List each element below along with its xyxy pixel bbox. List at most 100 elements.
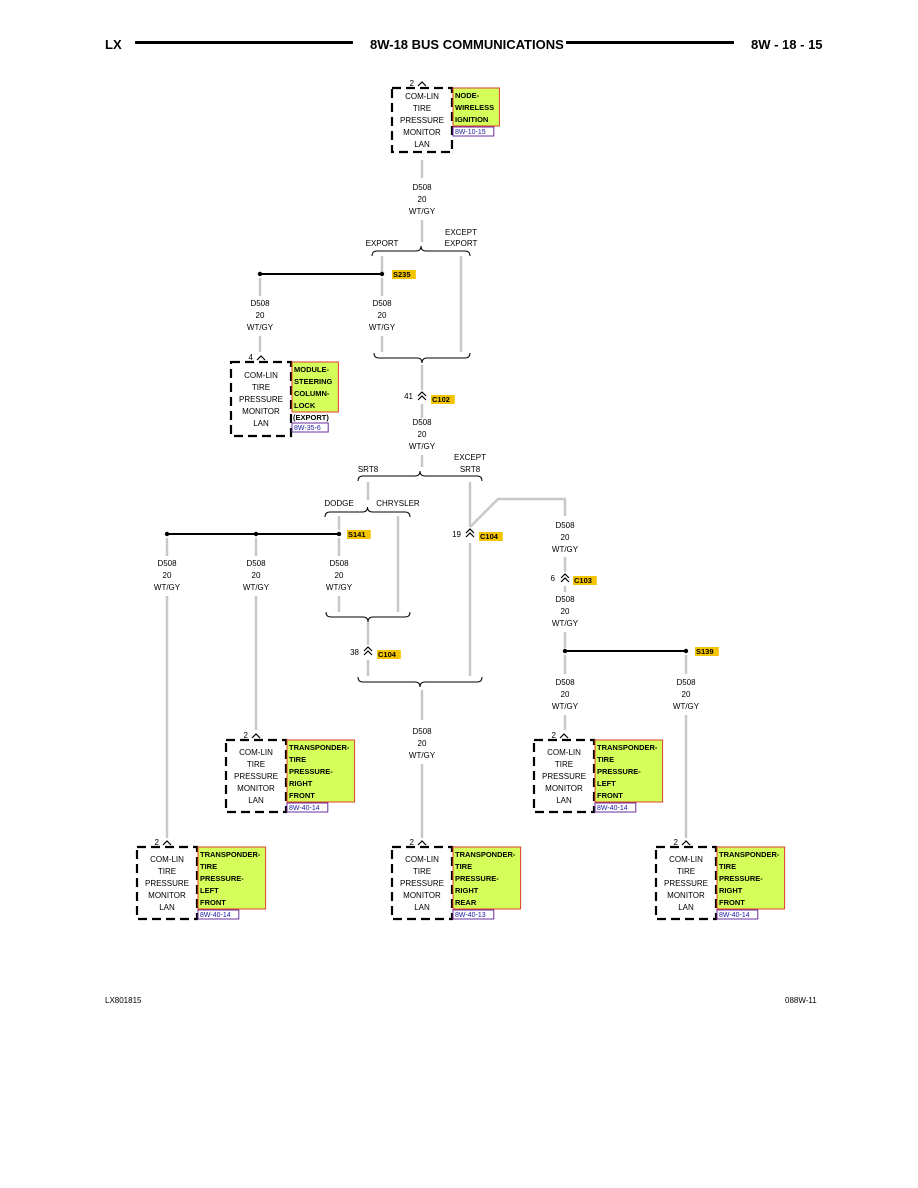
connector-c104b: C104	[378, 650, 397, 659]
connector-chevron	[251, 733, 261, 739]
module-label-lf-mid: FRONT	[597, 791, 623, 800]
module-label-lf-mid: PRESSURE-	[597, 767, 641, 776]
module-label-steering: COLUMN-	[294, 389, 330, 398]
module-text-rf-mid: PRESSURE	[234, 772, 278, 781]
module-ref-box-lf-mid	[594, 802, 637, 813]
module-label-lf-bot: TIRE	[200, 862, 217, 871]
module-text-rf-bot: TIRE	[677, 867, 695, 876]
connector-chevron	[363, 646, 373, 652]
module-label-lf-mid: TRANSPONDER-	[597, 743, 658, 752]
module-pin-lf-mid: 2	[552, 731, 557, 740]
wire-color: WT/GY	[552, 702, 579, 711]
wire-gauge: 20	[252, 571, 261, 580]
module-ref-rr-bot: 8W-40-13	[455, 912, 486, 919]
module-label-rf-bot: TIRE	[719, 862, 736, 871]
module-text-top: TIRE	[413, 104, 431, 113]
module-label-rr-bot: REAR	[455, 898, 477, 907]
module-label-rf-mid: RIGHT	[289, 779, 313, 788]
option-brace	[357, 470, 483, 482]
connector-chevron	[417, 840, 427, 846]
module-ref-rf-bot: 8W-40-14	[719, 912, 750, 919]
module-text-lf-mid: LAN	[556, 796, 572, 805]
wire-circuit: D508	[412, 183, 432, 192]
connector-c104b-pin: 38	[350, 648, 359, 657]
connector-chevron	[417, 391, 427, 397]
module-ref-rf-mid: 8W-40-14	[289, 805, 320, 812]
splice-s139: S139	[696, 647, 714, 656]
module-ref-box-rf-bot	[716, 909, 759, 920]
module-box-steering	[229, 360, 293, 438]
module-label-steering: LOCK	[294, 401, 316, 410]
module-label-rr-bot: TIRE	[455, 862, 472, 871]
module-label-bg-steering	[291, 361, 339, 413]
header-left: LX	[105, 37, 122, 52]
module-note-steering: (EXPORT)	[293, 413, 329, 422]
module-box-rf-mid	[224, 738, 288, 814]
wire-color: WT/GY	[154, 583, 181, 592]
module-pin-rf-bot: 2	[674, 838, 679, 847]
module-text-lf-bot: COM-LIN	[150, 855, 184, 864]
option-except: EXCEPT	[445, 228, 477, 237]
connector-chevron	[417, 81, 427, 87]
module-text-rf-mid: LAN	[248, 796, 264, 805]
module-text-lf-mid: MONITOR	[545, 784, 583, 793]
option-chrysler: CHRYSLER	[376, 499, 420, 508]
wire-gauge: 20	[163, 571, 172, 580]
wire-color: WT/GY	[409, 207, 436, 216]
splice-dot	[562, 648, 568, 654]
wire-gauge: 20	[418, 739, 427, 748]
wire-circuit: D508	[555, 678, 575, 687]
wire-circuit: D508	[372, 299, 392, 308]
header-rule-left	[135, 41, 353, 44]
module-text-rf-bot: COM-LIN	[669, 855, 703, 864]
module-box-lf-mid	[532, 738, 596, 814]
module-ref-lf-bot: 8W-40-14	[200, 912, 231, 919]
connector-c104a: C104	[480, 532, 499, 541]
module-text-rf-mid: COM-LIN	[239, 748, 273, 757]
connector-chevron	[363, 650, 373, 656]
splice-s139-bg	[695, 647, 719, 656]
connector-c102: C102	[432, 395, 450, 404]
wire-gauge: 20	[561, 607, 570, 616]
connector-chevron	[681, 840, 691, 846]
wire-color: WT/GY	[673, 702, 700, 711]
module-box-lf-bot	[135, 845, 199, 921]
module-label-rf-mid: TRANSPONDER-	[289, 743, 350, 752]
module-label-rf-bot: TRANSPONDER-	[719, 850, 780, 859]
splice-dot	[683, 648, 689, 654]
module-label-rf-bot: PRESSURE-	[719, 874, 763, 883]
module-text-steering: TIRE	[252, 383, 270, 392]
wire-gauge: 20	[561, 690, 570, 699]
wire-circuit: D508	[555, 521, 575, 530]
footer-right: 088W-11	[785, 996, 817, 1005]
module-text-rf-bot: PRESSURE	[664, 879, 708, 888]
connector-chevron	[162, 840, 172, 846]
wire-color: WT/GY	[247, 323, 274, 332]
option-brace	[373, 352, 471, 364]
module-label-lf-bot: LEFT	[200, 886, 219, 895]
header-rule-right	[566, 41, 734, 44]
module-label-rf-bot: FRONT	[719, 898, 745, 907]
option-dodge: DODGE	[324, 499, 353, 508]
module-label-rf-mid: TIRE	[289, 755, 306, 764]
connector-c102-pin: 41	[404, 392, 413, 401]
module-label-bg-lf-mid	[594, 739, 664, 803]
module-label-rr-bot: RIGHT	[455, 886, 479, 895]
page-number: 8W - 18 - 15	[751, 37, 823, 52]
wire-circuit: D508	[246, 559, 266, 568]
module-ref-box-rf-mid	[286, 802, 329, 813]
wire-color: WT/GY	[552, 545, 579, 554]
module-label-bg-rr-bot	[452, 846, 522, 910]
splice-dot	[257, 271, 263, 277]
connector-chevron	[256, 355, 266, 361]
module-label-rf-mid: FRONT	[289, 791, 315, 800]
connector-chevron	[465, 532, 475, 538]
module-text-lf-mid: TIRE	[555, 760, 573, 769]
wire-color: WT/GY	[243, 583, 270, 592]
module-text-rr-bot: TIRE	[413, 867, 431, 876]
splice-dot	[164, 531, 170, 537]
module-label-rr-bot: PRESSURE-	[455, 874, 499, 883]
wire-circuit: D508	[412, 418, 432, 427]
module-text-steering: MONITOR	[242, 407, 280, 416]
connector-chevron	[560, 577, 570, 583]
